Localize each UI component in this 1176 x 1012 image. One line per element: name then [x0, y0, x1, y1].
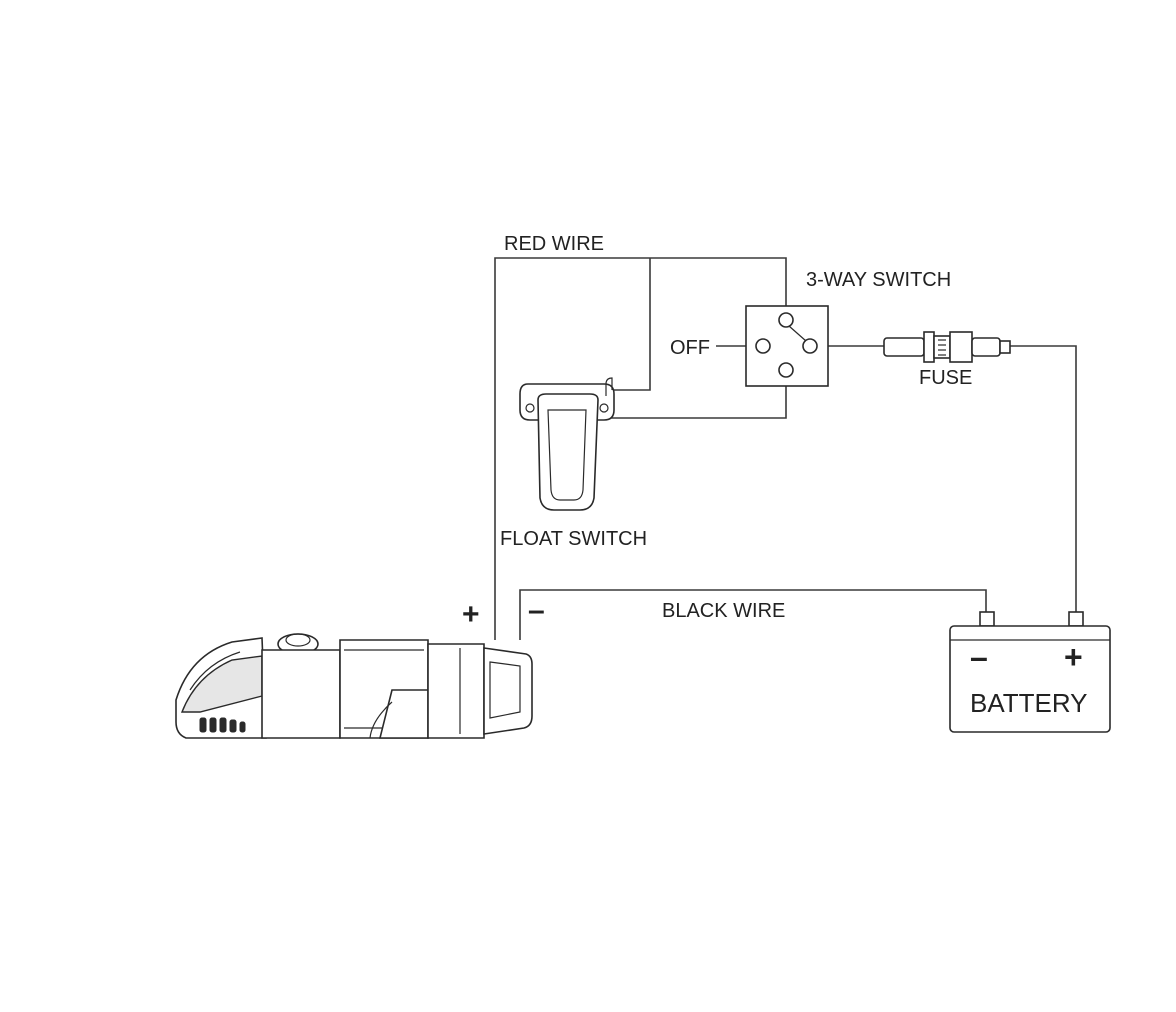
three-way-switch-icon [745, 305, 829, 387]
pump-vent-slots [199, 717, 246, 733]
fuse-to-battery-wire [1010, 345, 1077, 614]
fuse-label: FUSE [919, 367, 972, 389]
float-switch-wire [606, 386, 787, 419]
battery-negative-label: – [970, 639, 988, 675]
pump-negative-label: – [528, 594, 545, 627]
bilge-pump-icon [175, 633, 533, 739]
float-switch-label: FLOAT SWITCH [500, 528, 647, 550]
pump-positive-label: + [462, 598, 480, 631]
battery-label: BATTERY [970, 688, 1088, 718]
fuse-icon [883, 331, 1011, 363]
battery-positive-label: + [1064, 639, 1083, 675]
battery-icon [949, 611, 1111, 733]
black-wire-label: BLACK WIRE [662, 600, 785, 622]
red-wire-label: RED WIRE [504, 233, 604, 255]
off-label: OFF [670, 337, 710, 359]
float-switch-icon [519, 377, 615, 511]
red-wire [494, 257, 787, 640]
three-way-switch-label: 3-WAY SWITCH [806, 269, 951, 291]
black-wire [519, 589, 987, 640]
